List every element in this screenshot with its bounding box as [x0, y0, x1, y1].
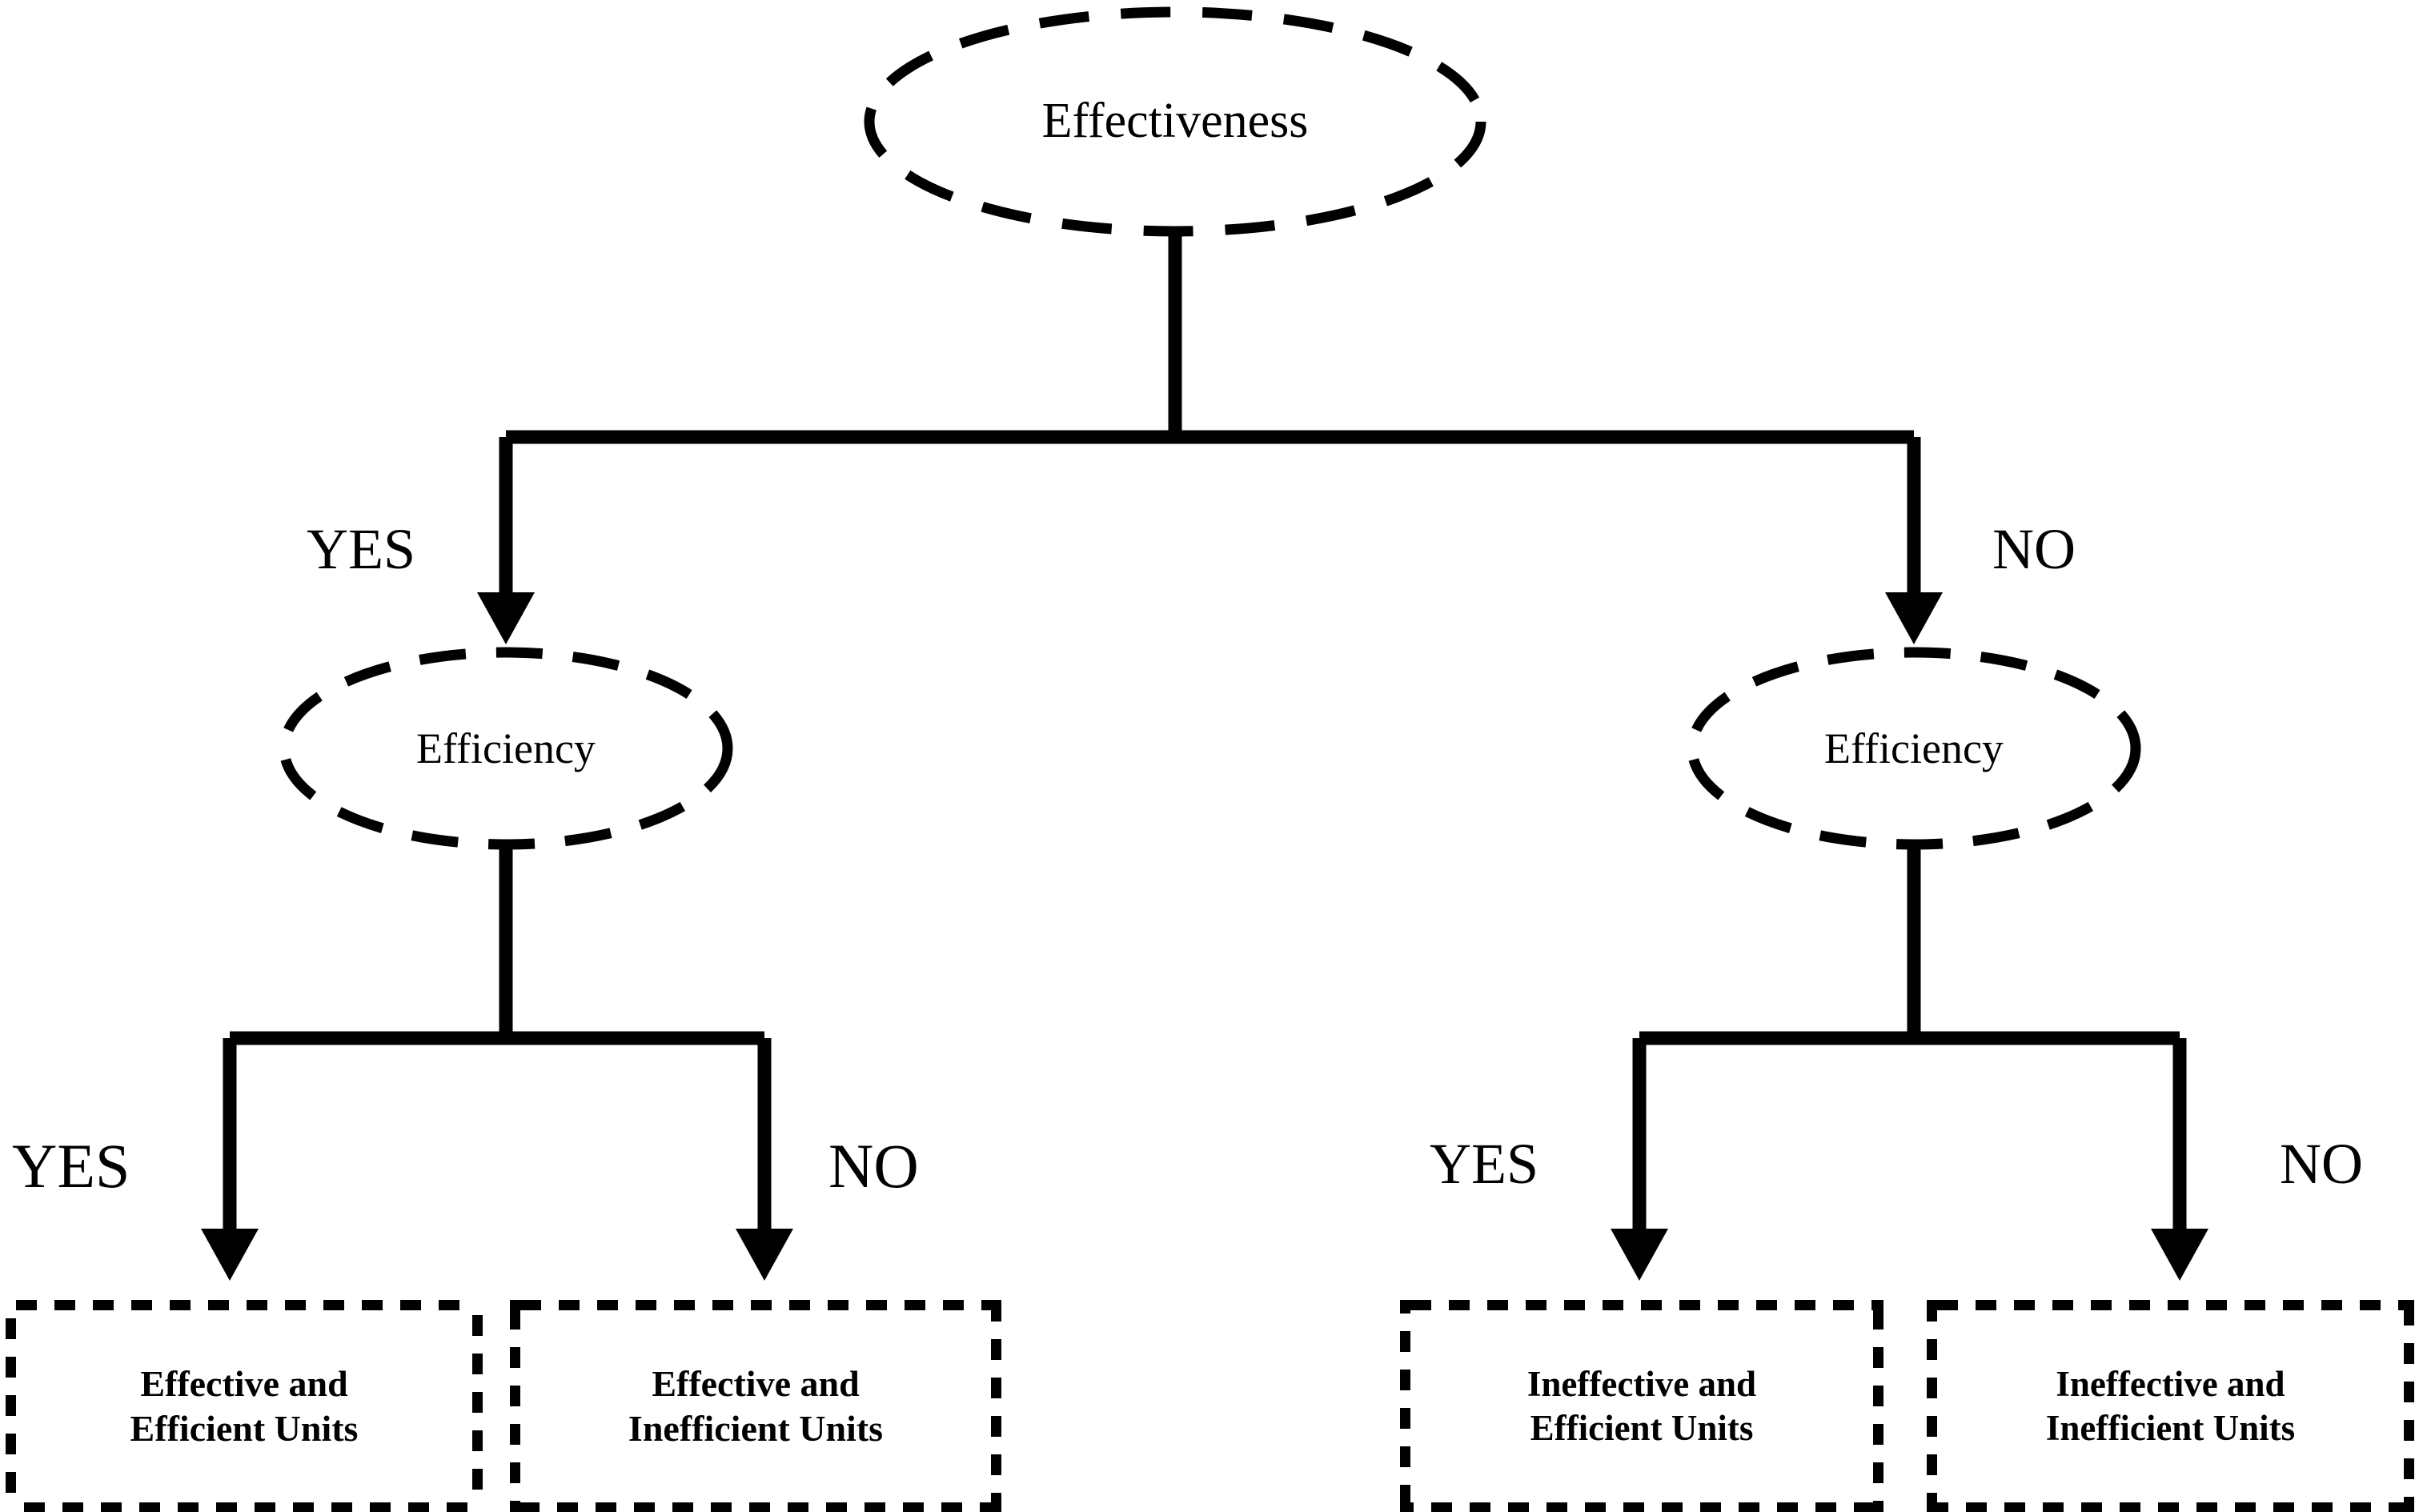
- leaf-node-3-line-1: Ineffective and: [1526, 1364, 1757, 1405]
- leaf-node-effective-inefficient[interactable]: Effective and Inefficient Units: [520, 1310, 991, 1502]
- edge-label-root-no: NO: [1992, 517, 2076, 581]
- leaf-node-4-text: Ineffective and Inefficient Units: [2046, 1362, 2295, 1450]
- leaf-node-4-line-1: Ineffective and: [2056, 1364, 2285, 1405]
- leaf-node-2-line-2: Inefficient Units: [628, 1408, 884, 1449]
- leaf-node-ineffective-efficient[interactable]: Ineffective and Efficient Units: [1410, 1310, 1873, 1502]
- root-no-arrowhead: [1885, 592, 1943, 644]
- left-no-arrowhead: [736, 1229, 793, 1281]
- right-efficiency-node-label: Efficiency: [1824, 724, 2004, 772]
- left-yes-arrowhead: [201, 1229, 259, 1281]
- root-node[interactable]: Effectiveness: [869, 12, 1481, 231]
- leaf-node-2-text: Effective and Inefficient Units: [628, 1362, 883, 1451]
- root-yes-arrowhead: [477, 592, 535, 644]
- leaf-node-3-line-2: Efficient Units: [1530, 1408, 1754, 1448]
- right-efficiency-node[interactable]: Efficiency: [1692, 652, 2136, 844]
- leaf-node-1-line-1: Effective and: [140, 1362, 348, 1404]
- edge-label-left-yes: YES: [12, 1131, 130, 1201]
- left-efficiency-node-label: Efficiency: [416, 724, 596, 772]
- edge-label-left-no: NO: [828, 1131, 919, 1201]
- edge-label-right-no: NO: [2280, 1132, 2363, 1196]
- leaf-node-effective-efficient[interactable]: Effective and Efficient Units: [16, 1310, 472, 1502]
- leaf-node-1-text: Effective and Efficient Units: [130, 1362, 359, 1451]
- leaf-node-4-line-2: Inefficient Units: [2045, 1408, 2296, 1448]
- edge-label-right-yes: YES: [1430, 1132, 1539, 1196]
- leaf-node-3-text: Ineffective and Efficient Units: [1527, 1362, 1756, 1450]
- leaf-node-1-line-2: Efficient Units: [130, 1408, 359, 1449]
- edge-label-root-yes: YES: [307, 517, 416, 581]
- right-no-arrowhead: [2151, 1229, 2208, 1281]
- root-node-label: Effectiveness: [1041, 94, 1309, 149]
- left-efficiency-node[interactable]: Efficiency: [284, 652, 728, 844]
- right-yes-arrowhead: [1611, 1229, 1668, 1281]
- leaf-node-2-line-1: Effective and: [652, 1362, 860, 1404]
- leaf-node-ineffective-inefficient[interactable]: Ineffective and Inefficient Units: [1937, 1310, 2404, 1502]
